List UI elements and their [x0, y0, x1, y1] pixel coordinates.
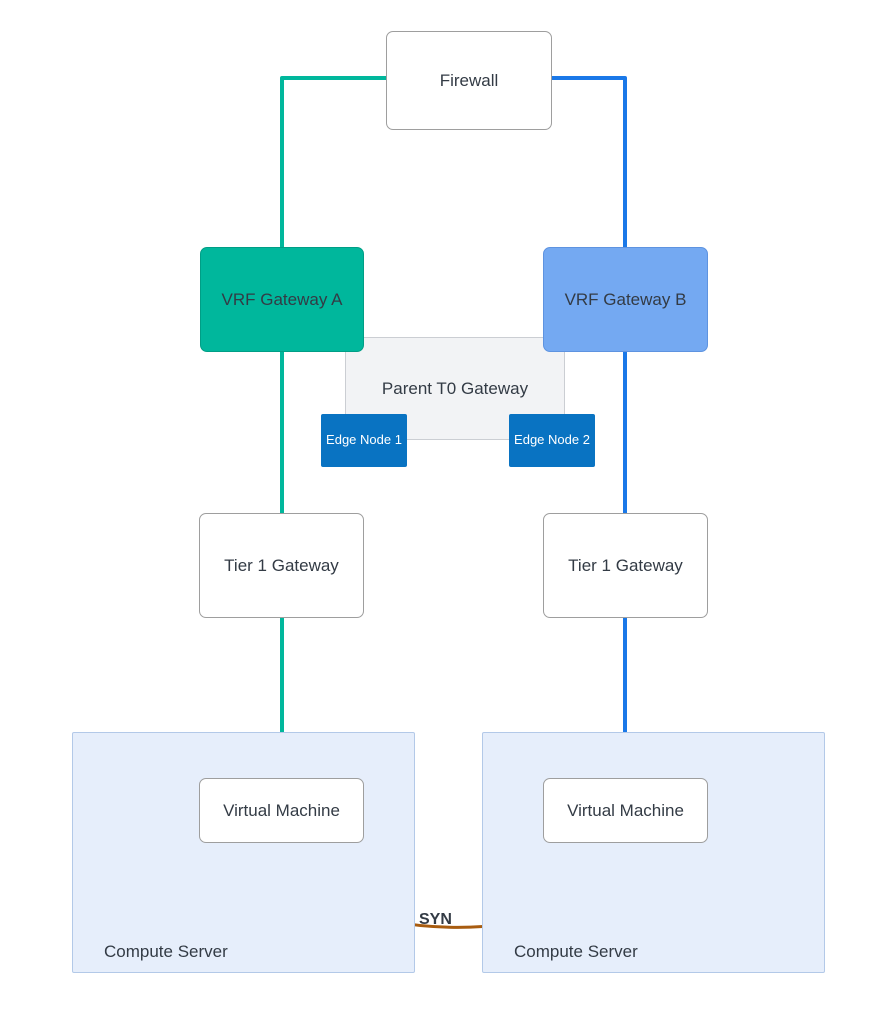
node-vrf-gateway-b: VRF Gateway B: [543, 247, 708, 352]
link-firewall-to-vrf-a: [280, 76, 388, 250]
node-compute-server-right: Compute Server: [482, 732, 825, 973]
edge-node-1-label: Edge Node 1: [326, 432, 402, 448]
vrf-gateway-b-label: VRF Gateway B: [564, 289, 687, 309]
node-tier1-gateway-right: Tier 1 Gateway: [543, 513, 708, 618]
node-vrf-gateway-a: VRF Gateway A: [200, 247, 364, 352]
tier1-gateway-left-label: Tier 1 Gateway: [224, 555, 339, 575]
virtual-machine-right-label: Virtual Machine: [567, 800, 684, 820]
compute-server-left-label: Compute Server: [104, 942, 228, 961]
compute-server-right-label: Compute Server: [514, 942, 638, 961]
tier1-gateway-right-label: Tier 1 Gateway: [568, 555, 683, 575]
parent-t0-gateway-label: Parent T0 Gateway: [381, 378, 529, 398]
node-firewall: Firewall: [386, 31, 552, 130]
node-edge-node-2: Edge Node 2: [509, 414, 595, 467]
firewall-label: Firewall: [439, 70, 499, 90]
virtual-machine-left-label: Virtual Machine: [223, 800, 340, 820]
node-tier1-gateway-left: Tier 1 Gateway: [199, 513, 364, 618]
syn-flow-label: SYN: [419, 911, 452, 928]
node-edge-node-1: Edge Node 1: [321, 414, 407, 467]
node-virtual-machine-right: Virtual Machine: [543, 778, 708, 843]
vrf-gateway-a-label: VRF Gateway A: [221, 289, 343, 309]
node-virtual-machine-left: Virtual Machine: [199, 778, 364, 843]
link-firewall-to-vrf-b: [550, 76, 627, 250]
edge-node-2-label: Edge Node 2: [514, 432, 590, 448]
node-compute-server-left: Compute Server: [72, 732, 415, 973]
